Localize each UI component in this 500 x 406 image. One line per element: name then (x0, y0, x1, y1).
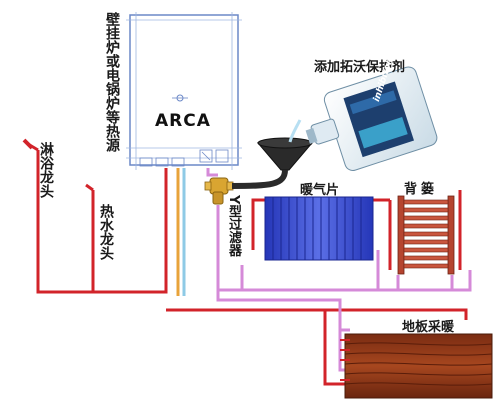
hot-water-tap-label: 热水龙头 (98, 204, 114, 260)
hot-water-tap-icon (85, 183, 94, 192)
boiler-label: 壁挂炉或电锅炉等热源 (104, 12, 120, 152)
boiler-brand: ARCA (155, 111, 211, 131)
funnel-icon (231, 137, 314, 189)
towel-rack-label: 背篓 (404, 182, 439, 197)
return-pipes (206, 168, 472, 372)
radiator-label: 暖气片 (300, 183, 340, 198)
floor-heating-label: 地板采暖 (402, 320, 455, 335)
inhibitor-bottle (305, 66, 438, 171)
inhibitor-label: 添加拓沃保护剂 (314, 60, 406, 75)
floor-heating (340, 333, 493, 399)
boiler (126, 12, 242, 170)
y-filter-label: Y型过滤器 (226, 195, 241, 257)
boiler-casing (129, 14, 239, 166)
y-filter (204, 177, 234, 205)
liquid-stream (288, 119, 302, 143)
towel-rack (397, 195, 455, 275)
radiator (264, 196, 374, 261)
shower-tap-label: 淋浴龙头 (38, 142, 54, 198)
